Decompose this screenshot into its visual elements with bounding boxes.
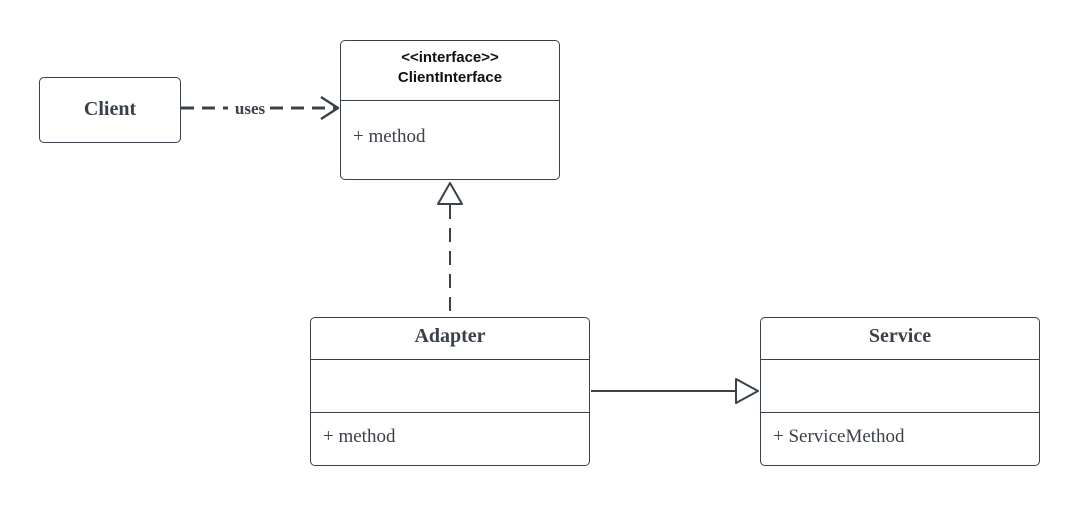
client-interface-stereotype: <<interface>> — [401, 49, 499, 66]
client-interface-method: + method — [353, 126, 426, 147]
service-attributes — [761, 359, 1039, 412]
adapter-header: Adapter — [311, 318, 589, 359]
client-interface-name: ClientInterface — [397, 69, 503, 86]
client-class-box[interactable]: Client — [39, 77, 181, 143]
adapter-attributes — [311, 359, 589, 412]
adapter-method: + method — [323, 426, 396, 447]
service-method: + ServiceMethod — [773, 426, 905, 447]
service-header: Service — [761, 318, 1039, 359]
realization-triangle-icon — [437, 182, 463, 205]
service-methods: + ServiceMethod — [761, 412, 1039, 465]
adapter-class-box[interactable]: Adapter + method — [310, 317, 590, 466]
adapter-name: Adapter — [414, 325, 486, 347]
uses-arrowhead-icon — [320, 95, 340, 121]
uses-label: uses — [235, 99, 266, 118]
adapter-service-triangle-icon — [735, 378, 759, 404]
client-interface-class-box[interactable]: <<interface>> ClientInterface + method — [340, 40, 560, 180]
client-name: Client — [83, 98, 137, 120]
service-name: Service — [868, 325, 932, 347]
service-class-box[interactable]: Service + ServiceMethod — [760, 317, 1040, 466]
adapter-methods: + method — [311, 412, 589, 465]
client-interface-methods: + method — [341, 100, 559, 179]
client-interface-header: <<interface>> ClientInterface — [341, 41, 559, 100]
